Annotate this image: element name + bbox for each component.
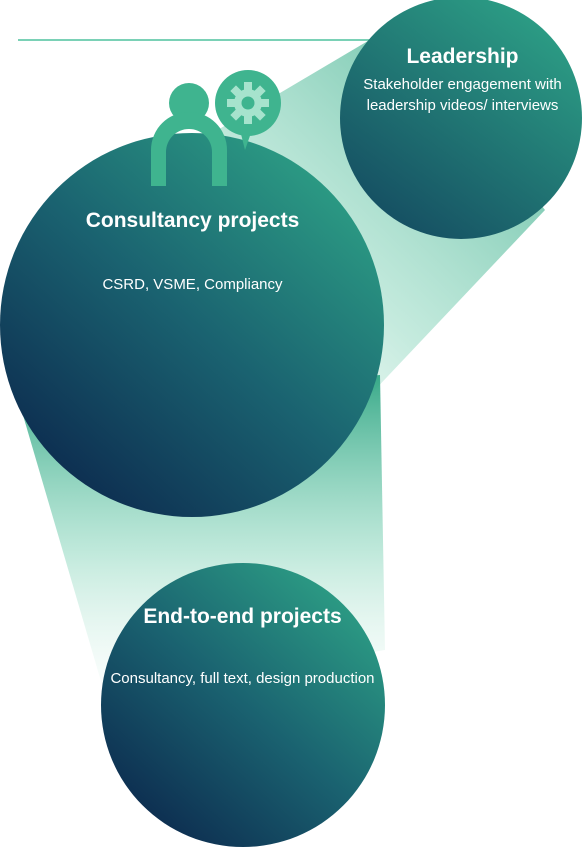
- end-to-end-description: Consultancy, full text, design productio…: [110, 670, 375, 687]
- consultancy-description: CSRD, VSME, Compliancy: [102, 276, 283, 293]
- leadership-description: Stakeholder engagement with leadership v…: [363, 76, 562, 114]
- leadership-title: Leadership: [406, 45, 519, 68]
- people-icon: [151, 83, 227, 186]
- leadership-circle: [340, 0, 582, 239]
- consultancy-circle: [0, 133, 384, 517]
- end-to-end-circle: [101, 563, 385, 847]
- end-to-end-title: End-to-end projects: [143, 605, 342, 628]
- consultancy-title: Consultancy projects: [85, 209, 300, 232]
- gear-icon: [215, 70, 281, 150]
